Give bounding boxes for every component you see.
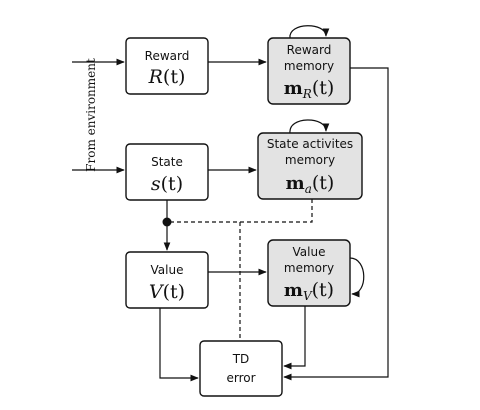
reward-memory-self-loop — [289, 25, 330, 39]
reward-label: Reward — [145, 49, 190, 63]
state-label: State — [151, 155, 183, 169]
state-memory-self-loop — [289, 119, 330, 134]
value-memory-box: Value memory mV(t) — [267, 239, 351, 307]
value-memory-line1: Value — [293, 245, 326, 259]
state-memory-box: State activites memory ma(t) — [257, 132, 363, 200]
value-label: Value — [151, 263, 184, 277]
state-box: State s(t) — [125, 143, 209, 201]
value-to-td-arrow — [159, 308, 199, 382]
reward-memory-to-td-arrow — [283, 67, 389, 381]
state-memory-symbol: ma(t) — [286, 172, 335, 196]
reward-memory-symbol: mR(t) — [284, 77, 335, 101]
junction-dot — [162, 217, 172, 227]
value-memory-to-td-arrow — [283, 306, 306, 370]
reward-symbol: R(t) — [148, 66, 186, 88]
state-symbol: s(t) — [151, 173, 183, 195]
td-error-box: TD error — [199, 340, 283, 397]
state-memory-dashed-link — [171, 199, 313, 223]
state-memory-line2: memory — [285, 153, 335, 167]
td-line1: TD — [232, 352, 250, 366]
reward-memory-line1: Reward — [287, 43, 332, 57]
value-memory-line2: memory — [284, 261, 334, 275]
value-memory-self-loop — [349, 257, 365, 298]
td-line2: error — [226, 371, 255, 385]
value-symbol: V(t) — [149, 281, 185, 303]
value-memory-symbol: mV(t) — [284, 279, 334, 303]
value-box: Value V(t) — [125, 251, 209, 309]
from-environment-label: From environment — [84, 58, 98, 172]
reward-memory-box: Reward memory mR(t) — [267, 37, 351, 105]
reward-box: Reward R(t) — [125, 37, 209, 95]
state-memory-line1: State activites — [267, 137, 353, 151]
reward-memory-line2: memory — [284, 59, 334, 73]
